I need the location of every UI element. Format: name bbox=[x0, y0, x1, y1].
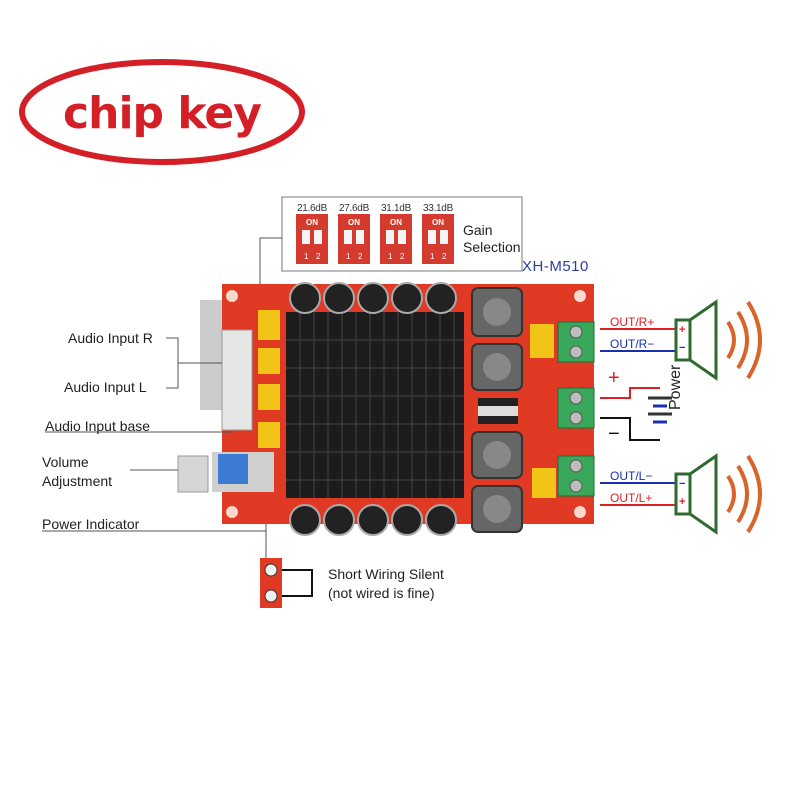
short-wiring-label-line2: (not wired is fine) bbox=[328, 585, 435, 601]
mount-hole bbox=[574, 506, 586, 518]
dip-on-label: ON bbox=[390, 218, 402, 227]
input-capacitors bbox=[258, 310, 280, 448]
leader-lines bbox=[42, 337, 267, 532]
gain-leader-line bbox=[259, 237, 282, 292]
speaker-left bbox=[674, 453, 718, 535]
audio-input-base-label: Audio Input base bbox=[45, 418, 151, 434]
logo-text: chip key bbox=[63, 88, 262, 139]
fuse-band bbox=[478, 406, 518, 416]
speaker-l-minus-mark: − bbox=[679, 478, 686, 490]
speaker-r-minus-mark: − bbox=[679, 342, 686, 354]
speaker-l-plus-mark: + bbox=[679, 496, 686, 508]
dip-num-2: 2 bbox=[316, 252, 321, 261]
jumper-wire bbox=[282, 569, 313, 597]
mount-hole bbox=[574, 290, 586, 302]
capacitors-bottom bbox=[289, 504, 457, 536]
volume-pot-shaft bbox=[177, 455, 209, 493]
model-label: XH-M510 bbox=[522, 258, 589, 275]
audio-input-l-label: Audio Input L bbox=[64, 379, 147, 395]
capacitors-top bbox=[289, 282, 457, 314]
out-r-minus-label: OUT/R− bbox=[610, 337, 655, 351]
dip-on-label: ON bbox=[306, 218, 318, 227]
dip-levers bbox=[302, 230, 448, 244]
pcb-left-block bbox=[200, 300, 222, 410]
volume-label-line1: Volume bbox=[42, 454, 89, 470]
dip-num-1: 1 bbox=[304, 252, 309, 261]
power-label: Power bbox=[667, 364, 684, 410]
volume-label-line2: Adjustment bbox=[42, 473, 113, 489]
power-wire-minus bbox=[600, 417, 660, 441]
speaker-right bbox=[674, 299, 718, 381]
dip-switches bbox=[296, 214, 454, 264]
gain-title-line1: Gain bbox=[463, 222, 493, 238]
audio-input-r-label: Audio Input R bbox=[68, 330, 153, 346]
sound-waves-left bbox=[726, 454, 762, 534]
out-l-minus-label: OUT/L− bbox=[610, 469, 653, 483]
audio-input-connector bbox=[221, 329, 253, 431]
heatsink-fins bbox=[286, 312, 464, 498]
out-r-plus-label: OUT/R+ bbox=[610, 315, 655, 329]
out-l-plus-label: OUT/L+ bbox=[610, 491, 653, 505]
speaker-r-plus-mark: + bbox=[679, 324, 686, 336]
power-indicator-label: Power Indicator bbox=[42, 516, 140, 532]
mount-hole bbox=[226, 506, 238, 518]
dip-on-label: ON bbox=[348, 218, 360, 227]
volume-pot-knob bbox=[218, 454, 248, 484]
gain-title-line2: Selection bbox=[463, 239, 521, 255]
jumper-pin bbox=[264, 589, 278, 603]
dip-num-2: 2 bbox=[400, 252, 405, 261]
inductor-cores bbox=[483, 298, 511, 523]
power-minus-mark: − bbox=[608, 423, 620, 445]
dip-num-2: 2 bbox=[358, 252, 363, 261]
jumper-pin bbox=[264, 563, 278, 577]
sound-waves-right bbox=[726, 300, 762, 380]
gain-label-1: 21.6dB bbox=[297, 203, 327, 214]
dip-num-1: 1 bbox=[430, 252, 435, 261]
dip-num-1: 1 bbox=[388, 252, 393, 261]
output-capacitors bbox=[530, 324, 556, 498]
battery-symbol bbox=[648, 396, 672, 424]
short-wiring-label-line1: Short Wiring Silent bbox=[328, 566, 444, 582]
dip-on-label: ON bbox=[432, 218, 444, 227]
gain-label-3: 31.1dB bbox=[381, 203, 411, 214]
gain-label-2: 27.6dB bbox=[339, 203, 369, 214]
dip-num-2: 2 bbox=[442, 252, 447, 261]
mount-hole bbox=[226, 290, 238, 302]
gain-label-4: 33.1dB bbox=[423, 203, 453, 214]
power-plus-mark: + bbox=[608, 367, 620, 389]
heatsink bbox=[286, 312, 464, 498]
terminal-screws bbox=[569, 325, 583, 493]
power-wire-plus bbox=[600, 387, 660, 399]
logo-ellipse bbox=[19, 59, 305, 165]
dip-num-1: 1 bbox=[346, 252, 351, 261]
